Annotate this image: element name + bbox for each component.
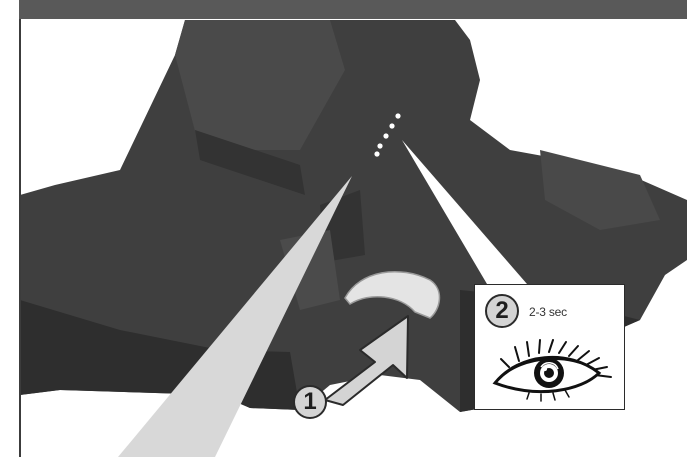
step-2-number: 2 [495,297,508,324]
callout-box: 2 2-3 sec [474,284,625,410]
step-1-marker: 1 [293,385,327,419]
left-border [19,19,21,457]
led-5 [374,151,379,156]
led-2 [389,123,394,128]
led-1 [395,113,400,118]
led-4 [377,143,382,148]
step-2-marker: 2 [485,294,519,328]
step-1-number: 1 [303,388,316,415]
led-3 [383,133,388,138]
eye-icon [489,339,615,403]
duration-label: 2-3 sec [529,305,567,319]
